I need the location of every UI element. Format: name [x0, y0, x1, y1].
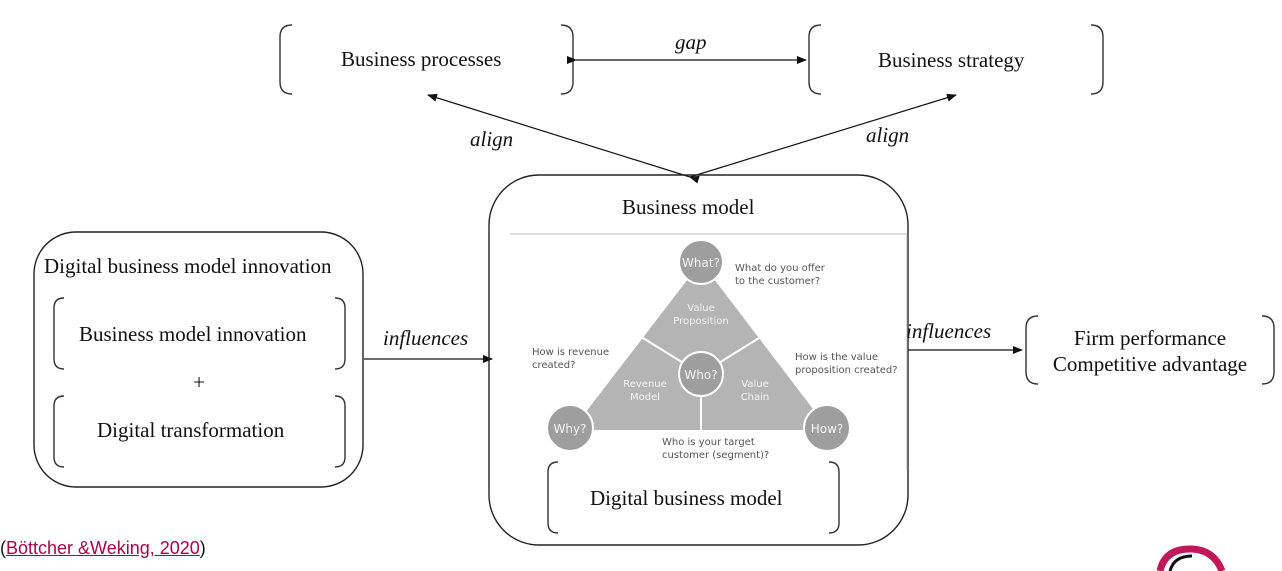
align-left-label: align — [470, 127, 514, 151]
citation-link[interactable]: Böttcher &Weking, 2020 — [6, 538, 200, 558]
business-strategy-brackets — [808, 24, 1104, 95]
gap-label: gap — [675, 30, 707, 54]
business-model-box — [488, 174, 909, 546]
digital-transformation-label: Digital transformation — [97, 418, 285, 442]
bmi-label: Business model innovation — [79, 322, 307, 346]
align-arrow-left — [427, 93, 700, 184]
triangle-nodes — [546, 239, 851, 452]
business-processes-label: Business processes — [341, 47, 502, 71]
question-revenue: How is revenue created? — [532, 347, 610, 371]
align-arrow-right — [689, 93, 957, 178]
plus-label: + — [193, 370, 205, 394]
value-chain-label: Value Chain — [740, 379, 770, 403]
revenue-model-label: Revenue Model — [623, 379, 667, 403]
digital-bmi-title: Digital business model innovation — [44, 254, 332, 278]
digital-business-model-brackets — [547, 461, 840, 534]
question-what: What do you offer to the customer? — [735, 263, 825, 287]
bmi-brackets — [53, 297, 346, 468]
business-model-title: Business model — [622, 195, 755, 219]
citation: (Böttcher &Weking, 2020) — [0, 538, 206, 558]
influences-right-label: influences — [906, 319, 992, 343]
what-node: What? — [682, 256, 720, 270]
question-who: Who is your target customer (segment)? — [662, 437, 770, 461]
digital-bmi-box — [33, 231, 364, 488]
who-node: Who? — [684, 368, 718, 382]
value-proposition-label: Value Proposition — [673, 303, 729, 327]
logo-icon — [1156, 545, 1226, 571]
influences-left-label: influences — [383, 326, 469, 350]
firm-performance-label: Firm performance Competitive advantage — [1052, 326, 1248, 376]
align-right-label: align — [866, 123, 910, 147]
business-model-triangle — [572, 262, 829, 430]
how-node: How? — [810, 422, 844, 436]
why-node: Why? — [553, 422, 587, 436]
business-strategy-label: Business strategy — [878, 48, 1025, 72]
firm-performance-brackets — [1025, 315, 1275, 385]
question-value: How is the value proposition created? — [795, 352, 898, 376]
digital-business-model-label: Digital business model — [590, 486, 783, 510]
